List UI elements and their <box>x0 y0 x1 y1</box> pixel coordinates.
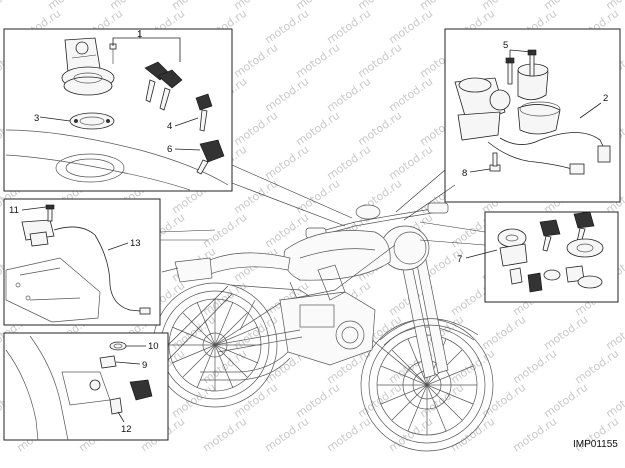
watermark-text: motod.ru <box>324 415 373 455</box>
ignition-switch-body <box>454 77 511 141</box>
callout-1: 1 <box>137 29 142 40</box>
lock-cylinder <box>89 379 153 415</box>
callout-3: 3 <box>34 113 39 124</box>
watermark-text: motod.ru <box>293 41 342 81</box>
diagram-code: IMP01155 <box>573 439 618 450</box>
nut <box>99 355 117 369</box>
watermark-text: motod.ru <box>200 347 249 387</box>
callout-5: 5 <box>503 40 508 51</box>
watermark-text: motod.ru <box>262 143 311 183</box>
watermark-text: motod.ru <box>448 347 497 387</box>
panel-ignition-tank: 1 3 4 6 <box>3 28 233 192</box>
watermark-text: motod.ru <box>479 313 528 353</box>
callout-9: 9 <box>142 360 147 371</box>
watermark-text: motod.ru <box>262 415 311 455</box>
watermark-text: motod.ru <box>231 41 280 81</box>
callout-12: 12 <box>121 424 132 435</box>
motorcycle-illustration <box>152 202 494 452</box>
watermark-text: motod.ru <box>200 415 249 455</box>
callout-11: 11 <box>9 205 19 216</box>
panel-lock-set: 7 <box>457 211 619 303</box>
panel-connector-lines <box>159 164 486 361</box>
watermark-text: motod.ru <box>510 347 559 387</box>
callout-2: 2 <box>603 93 608 104</box>
panel-seat-lock-cable: 11 13 <box>3 198 161 326</box>
watermark-text: motod.ru <box>0 0 32 12</box>
watermark-text: motod.ru <box>386 143 435 183</box>
panel-side-lock: 10 9 12 <box>3 332 169 441</box>
key-pair <box>144 61 183 111</box>
watermark-text: motod.ru <box>417 381 466 421</box>
watermark-text: motod.ru <box>293 381 342 421</box>
watermark-text: motod.ru <box>510 415 559 455</box>
callout-13: 13 <box>130 238 141 249</box>
watermark-text: motod.ru <box>355 41 404 81</box>
watermark-text: motod.ru <box>324 143 373 183</box>
watermark-text: motod.ru <box>231 109 280 149</box>
watermark-text: motod.ru <box>324 75 373 115</box>
bolt <box>489 152 501 172</box>
key-single <box>195 93 213 132</box>
watermark-text: motod.ru <box>479 381 528 421</box>
fuel-cap-assembly <box>61 37 115 96</box>
gasket-ring <box>69 112 115 130</box>
seat-latch <box>21 219 55 247</box>
watermark-text: motod.ru <box>386 7 435 47</box>
watermark-text: motod.ru <box>603 313 625 353</box>
watermark-text: motod.ru <box>541 313 590 353</box>
panel-ignition-switch: 5 2 8 <box>444 28 621 203</box>
lock-set-parts <box>497 211 604 293</box>
callout-8: 8 <box>462 168 467 179</box>
watermark-text: motod.ru <box>169 381 218 421</box>
watermark-text: motod.ru <box>324 7 373 47</box>
watermark-text: motod.ru <box>262 7 311 47</box>
watermark-text: motod.ru <box>572 347 621 387</box>
watermark-text: motod.ru <box>386 75 435 115</box>
watermark-text: motod.ru <box>355 109 404 149</box>
watermark-text: motod.ru <box>603 381 625 421</box>
watermark-text: motod.ru <box>200 211 249 251</box>
washer <box>109 341 127 351</box>
callout-6: 6 <box>167 144 172 155</box>
callout-4: 4 <box>167 121 172 132</box>
watermark-text: motod.ru <box>200 279 249 319</box>
watermark-text: motod.ru <box>231 381 280 421</box>
watermark-text: motod.ru <box>293 109 342 149</box>
watermark-text: motod.ru <box>262 75 311 115</box>
callout-10: 10 <box>148 341 159 352</box>
callout-7: 7 <box>457 254 462 265</box>
watermark-text: motod.ru <box>541 381 590 421</box>
key-fob <box>196 139 225 175</box>
